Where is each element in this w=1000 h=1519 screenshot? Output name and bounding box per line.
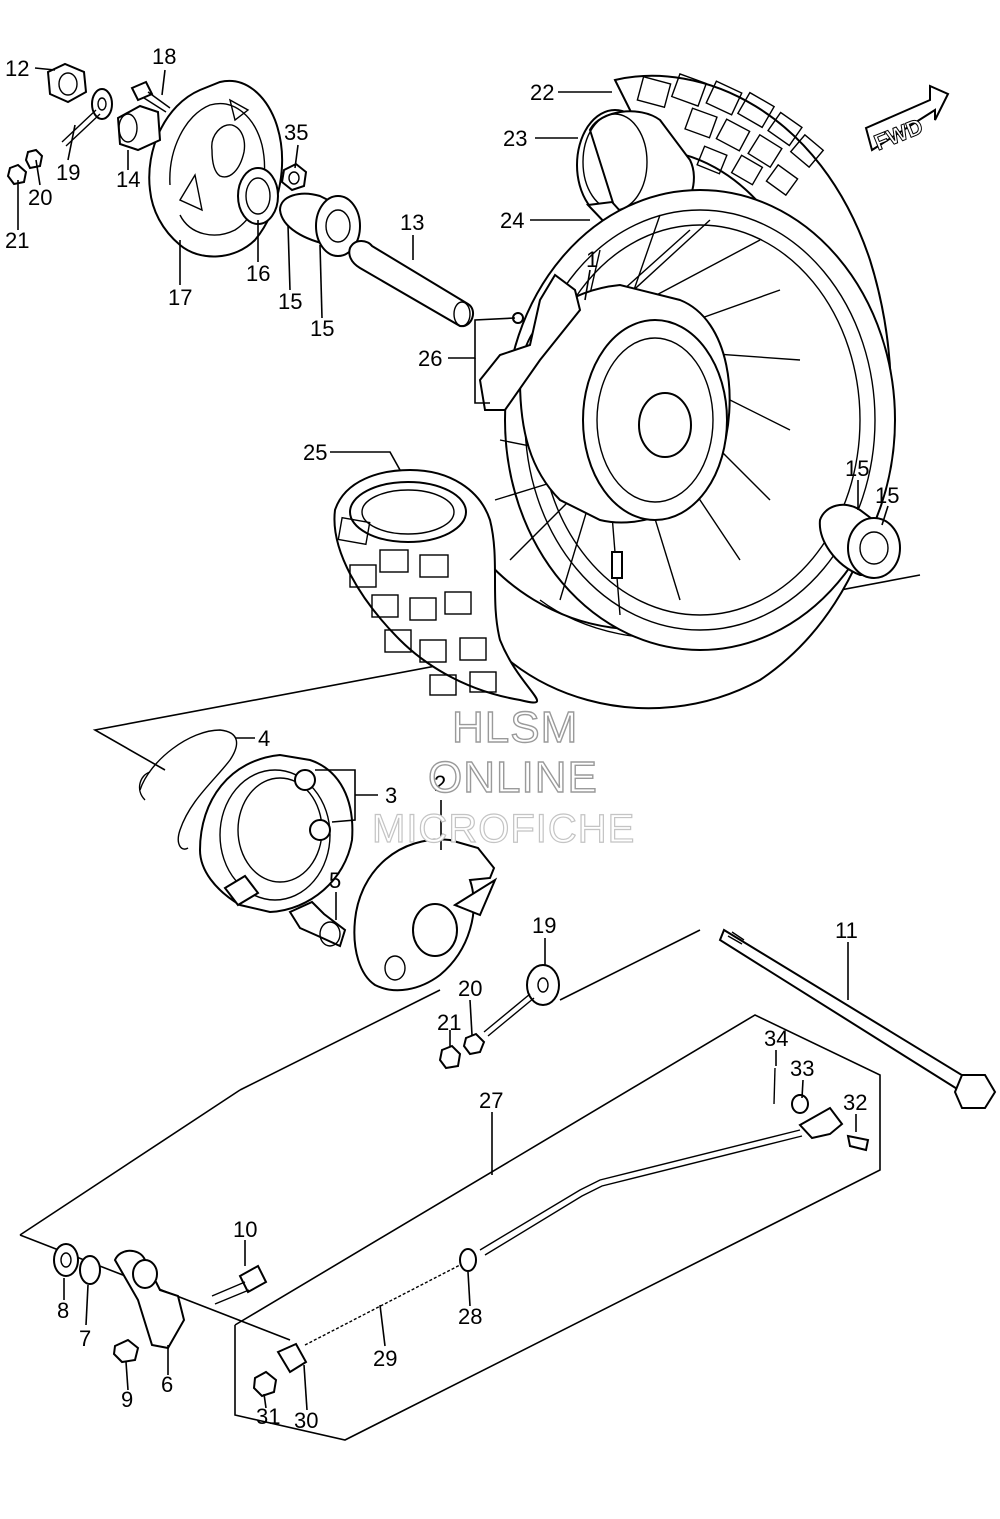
watermark-line1: HLSM: [452, 703, 578, 752]
label-16: 16: [246, 261, 270, 286]
watermark: HLSM ONLINE MICROFICHE: [371, 702, 635, 851]
label-8: 8: [57, 1298, 69, 1323]
label-14: 14: [116, 167, 140, 192]
label-23: 23: [503, 126, 527, 151]
label-31: 31: [256, 1404, 280, 1429]
label-4: 4: [258, 726, 270, 751]
label-30: 30: [294, 1408, 318, 1433]
label-15-b: 15: [310, 316, 334, 341]
callout-labels: 12 18 19 20 21 14 35 16 17 15 15 13 22 2…: [5, 44, 899, 1433]
label-11: 11: [835, 918, 858, 943]
label-7: 7: [79, 1326, 91, 1351]
label-3: 3: [385, 783, 397, 808]
fwd-arrow-badge: FWD: [864, 84, 950, 156]
label-29: 29: [373, 1346, 397, 1371]
label-27: 27: [479, 1088, 503, 1113]
label-26: 26: [418, 346, 442, 371]
leader-lines: [17, 67, 889, 1411]
right-wheel-bearings: [818, 503, 901, 579]
label-19-top: 19: [56, 160, 80, 185]
label-15-a: 15: [278, 289, 302, 314]
label-19-bottom: 19: [532, 913, 556, 938]
label-2: 2: [434, 771, 446, 796]
label-28: 28: [458, 1304, 482, 1329]
label-5: 5: [329, 868, 341, 893]
label-13: 13: [400, 210, 424, 235]
label-1: 1: [586, 247, 598, 272]
label-22: 22: [530, 80, 554, 105]
label-33: 33: [790, 1056, 814, 1081]
label-20-top: 20: [28, 185, 52, 210]
label-18: 18: [152, 44, 176, 69]
brake-panel: [353, 838, 498, 992]
rear-axle: [718, 928, 997, 1109]
chain-adjuster-bolt: [438, 964, 560, 1070]
rear-tire-lower: [333, 468, 539, 704]
brake-cam: [288, 900, 347, 948]
label-17: 17: [168, 285, 192, 310]
sprocket-hardware: [6, 62, 475, 328]
tire-tube-and-rim-band: [576, 109, 695, 228]
label-20-bottom: 20: [458, 976, 482, 1001]
watermark-line2: ONLINE: [428, 753, 598, 802]
brake-rod-assembly: [252, 1067, 870, 1398]
label-6: 6: [161, 1372, 173, 1397]
label-12: 12: [5, 56, 29, 81]
watermark-line3: MICROFICHE: [372, 807, 635, 851]
brake-shoe-assembly: [138, 729, 354, 914]
label-34: 34: [764, 1026, 788, 1051]
label-21-top: 21: [5, 228, 29, 253]
label-10: 10: [233, 1217, 257, 1242]
label-15-d: 15: [875, 483, 899, 508]
label-9: 9: [121, 1387, 133, 1412]
label-21-bottom: 21: [437, 1010, 461, 1035]
rear-wheel-hub: [478, 189, 896, 651]
label-32: 32: [843, 1090, 867, 1115]
label-35: 35: [284, 120, 308, 145]
label-24: 24: [500, 208, 524, 233]
brake-arm-hardware: [53, 1243, 268, 1364]
label-25: 25: [303, 440, 327, 465]
label-15-c: 15: [845, 456, 869, 481]
